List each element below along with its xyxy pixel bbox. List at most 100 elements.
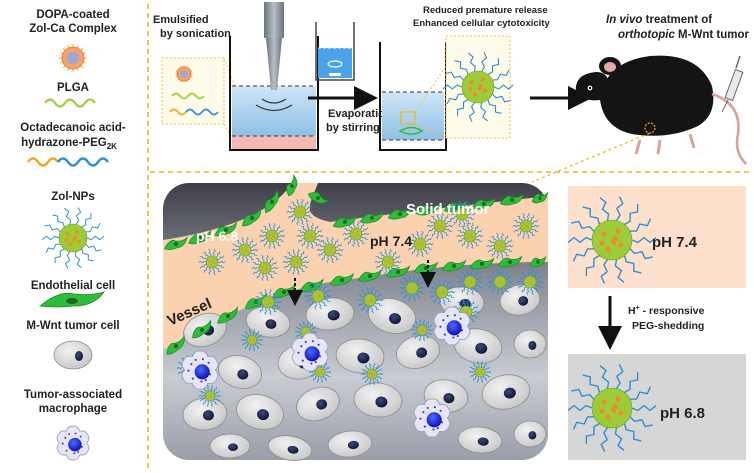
octadecanoic-peg-icon <box>27 157 59 167</box>
peg-chain <box>296 234 305 238</box>
cell-nucleus <box>347 440 359 450</box>
peg-chain <box>466 241 470 250</box>
peg-chain <box>457 301 463 308</box>
peg-chain <box>268 257 274 264</box>
zol-ca-dot <box>265 266 267 269</box>
peg-chain <box>458 200 462 209</box>
mouse-to-tumor-connector <box>531 132 651 183</box>
peg-chain <box>248 254 254 261</box>
macrophage-granule <box>419 417 422 420</box>
zol-ca-dot <box>480 77 485 82</box>
peg-chain <box>475 234 484 238</box>
peg-chain <box>461 271 467 278</box>
zol-ca-dot <box>318 294 320 297</box>
peg-chain <box>500 251 504 260</box>
mwnt-tumor-cell <box>513 420 547 448</box>
peg-chain <box>309 300 315 307</box>
mwnt-tumor-cell <box>499 284 541 316</box>
peg-chain <box>333 239 339 246</box>
zol-ca-dot <box>472 92 477 97</box>
peg-chain <box>317 243 325 248</box>
zol-ca-dot <box>370 375 372 378</box>
peg-chain <box>624 372 639 394</box>
peg-chain <box>321 300 327 307</box>
peg-chain <box>624 204 639 226</box>
cell-nucleus <box>237 369 249 380</box>
peg-chain <box>373 289 379 296</box>
zol-ca-dot <box>268 236 270 238</box>
peg-chain <box>231 248 240 252</box>
peg-chain <box>361 368 368 373</box>
peg-chain <box>241 334 248 339</box>
sonication-wave-2 <box>255 104 293 112</box>
peg-chain <box>446 93 464 105</box>
endothelial-nucleus <box>197 235 203 241</box>
peg-chain <box>358 302 365 307</box>
endothelial-cell <box>531 191 549 204</box>
peg-chain <box>614 427 625 451</box>
zol-np-icon <box>231 236 259 264</box>
zol-ca-dot <box>463 210 465 213</box>
peg-chain <box>306 298 313 303</box>
peg-chain <box>457 229 465 234</box>
zol-ca-dot <box>527 222 529 225</box>
zol-ca-dot <box>252 336 255 339</box>
peg-chain <box>45 243 61 254</box>
peg-chain <box>407 237 415 242</box>
peg-chain <box>291 201 297 208</box>
peg-chain <box>505 239 512 244</box>
endothelial-nucleus-icon <box>66 298 78 304</box>
zol-ca-dot <box>297 262 300 265</box>
peg-chain <box>270 261 277 266</box>
legend-tam-line1: Tumor-associated <box>24 389 122 401</box>
macrophage-granule <box>422 411 425 414</box>
endothelial-cell <box>241 207 262 227</box>
zol-ca-dot <box>419 327 421 330</box>
zol-ca-dot <box>319 296 322 299</box>
peg-chain <box>310 330 318 334</box>
zol-ca-dot <box>477 369 479 372</box>
zol-ca-dot <box>526 282 528 284</box>
peg-chain <box>81 212 92 228</box>
peg-chain <box>496 287 500 296</box>
macrophage-granule <box>426 406 429 410</box>
peg-chain <box>529 215 535 222</box>
peg-chain <box>521 271 527 278</box>
zol-np-icon <box>41 207 105 269</box>
zol-ca-dot <box>75 229 80 234</box>
endothelial-cell <box>191 319 212 339</box>
peg-chain <box>376 368 383 373</box>
peg-chain <box>303 216 309 223</box>
macrophage-granule <box>423 425 426 428</box>
peg-chain <box>324 370 332 374</box>
peg-chain <box>368 378 372 386</box>
peg-chain <box>296 217 300 226</box>
macrophage-granule <box>441 421 444 424</box>
peg-chain <box>352 220 356 229</box>
cell-nucleus <box>443 393 455 404</box>
macrophage-granule <box>461 329 464 332</box>
peg-chain <box>198 260 207 264</box>
zol-ca-dot <box>605 246 611 252</box>
peg-chain <box>287 266 293 273</box>
peg-chain <box>364 365 370 371</box>
peg-chain <box>318 301 322 310</box>
peg-chain <box>236 239 242 246</box>
peg-chain <box>491 286 497 293</box>
peg-shedding-label: PEG-shedding <box>632 320 704 332</box>
peg-chain <box>368 363 372 370</box>
peg-chain <box>365 377 370 383</box>
peg-chain <box>240 338 248 342</box>
peg-chain <box>503 271 509 278</box>
cell-nucleus <box>477 437 489 446</box>
peg-chain <box>468 370 476 374</box>
zol-ca-dot <box>467 312 470 315</box>
peg-chain <box>203 251 209 258</box>
zol-ca-dot <box>366 297 369 300</box>
peg-chain <box>629 416 653 428</box>
zol-ca-dot <box>466 279 469 282</box>
macrophage <box>181 350 219 390</box>
macrophage <box>56 425 90 461</box>
zol-ca-dot <box>421 240 423 243</box>
peg-chain <box>631 404 657 412</box>
